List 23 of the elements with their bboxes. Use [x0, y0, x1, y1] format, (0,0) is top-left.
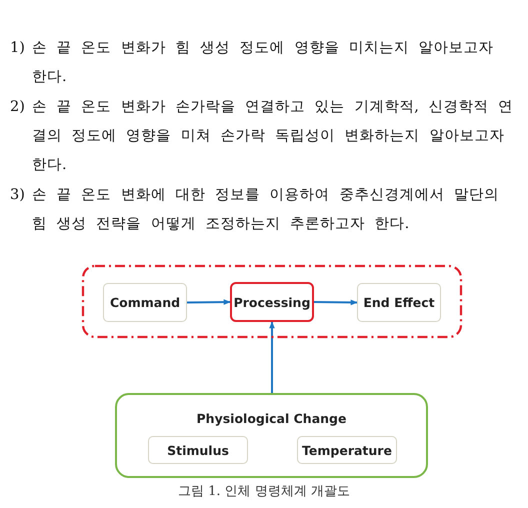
- paragraph: 손 끝 온도 변화에 대한 정보를 이용하여 중추신경계에서 말단의 힘 생성 전략을 어떻게 조정하는지 추론하고자 한다.: [32, 186, 500, 234]
- figure-caption: 그림 1. 인체 명령체계 개괄도: [177, 483, 351, 500]
- group-heading: Physiological Change: [196, 411, 346, 426]
- paragraph: 손 끝 온도 변화가 손가락을 연결하고 있는 기계학적, 신경학적 연결의 정도에 영향을 미쳐 손가락 독립성이 변화하는지 알아보고자 한다.: [32, 98, 514, 175]
- process-box: [103, 283, 187, 322]
- box-label: Command: [110, 295, 180, 310]
- box-label: Processing: [234, 294, 310, 310]
- process-box: [148, 436, 248, 464]
- highlighted-process-box: [230, 282, 314, 322]
- list-number: 3): [10, 186, 26, 205]
- arrow: [186, 299, 231, 305]
- list-number: 1): [10, 39, 26, 58]
- arrow: [314, 300, 358, 306]
- box-label: End Effect: [363, 295, 435, 310]
- dashed-group-frame: [82, 265, 462, 338]
- process-box: [357, 283, 441, 322]
- arrow: [269, 321, 275, 393]
- list-number: 2): [10, 98, 26, 117]
- group-box: [115, 393, 428, 478]
- paragraph: 손 끝 온도 변화가 힘 생성 정도에 영향을 미치는지 알아보고자 한다.: [32, 39, 494, 87]
- box-label: Stimulus: [167, 442, 229, 458]
- process-box: [297, 436, 397, 464]
- box-label: Temperature: [302, 442, 392, 458]
